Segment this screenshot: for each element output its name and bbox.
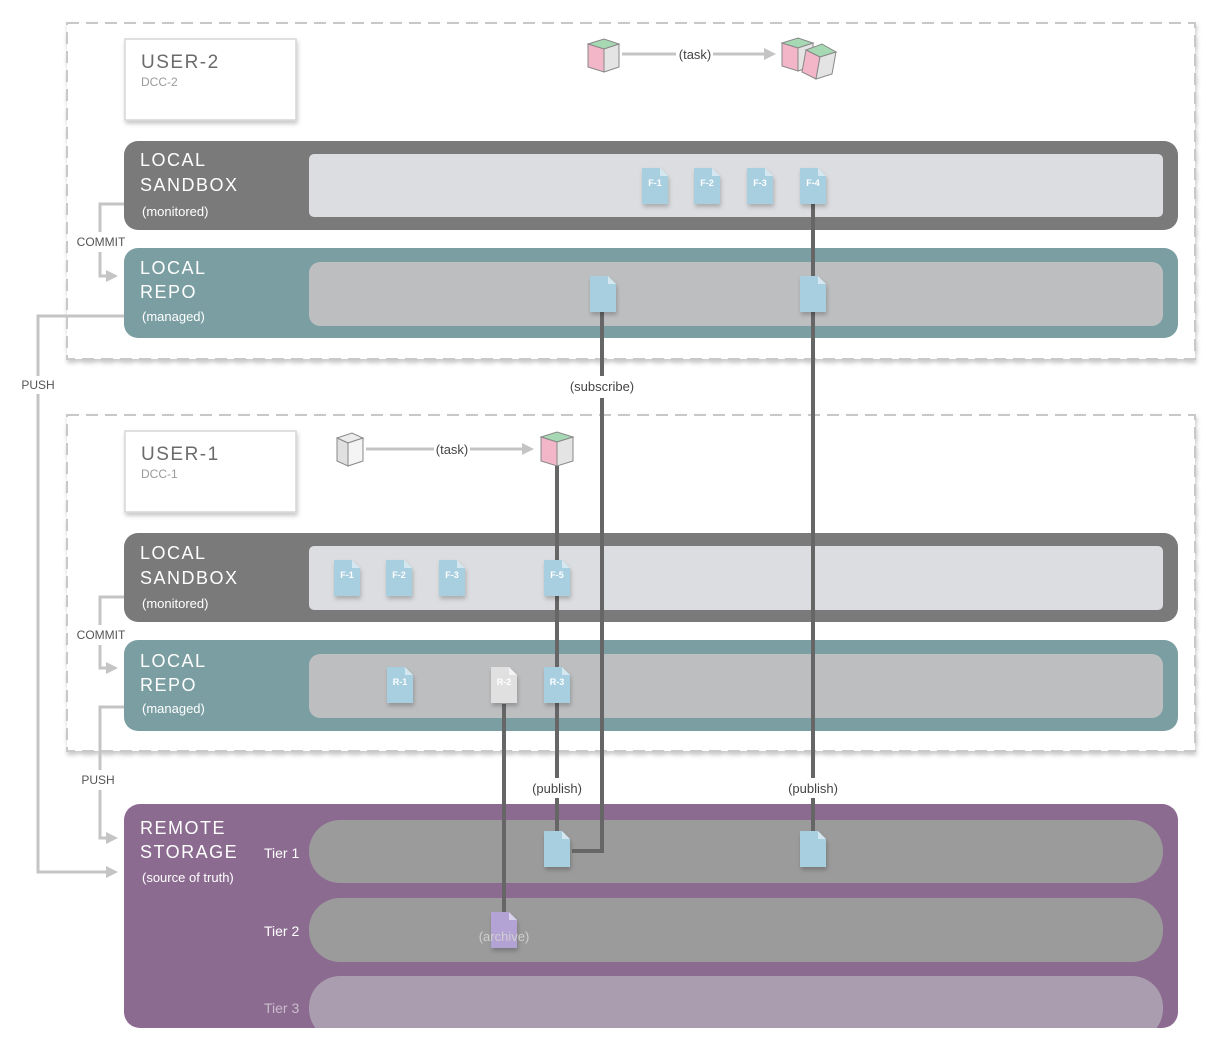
user-1-file-label: F-5 [550,570,564,580]
subscribe-label: (subscribe) [570,379,634,394]
user-1-file-label: F-2 [392,570,406,580]
user-1-commit-edge: COMMIT [77,595,126,674]
user-1-card: USER-1 DCC-1 [124,430,297,513]
cube-result-icon [780,37,838,80]
file-icon: F-1 [334,560,360,596]
user-2-push-label: PUSH [21,378,54,392]
tier-2-lane [309,898,1163,962]
tier-1-lane [309,820,1163,883]
remote-note: (source of truth) [142,870,234,885]
user-2-title: USER-2 [141,52,220,73]
file-icon [800,831,826,867]
user-2-sandbox-note: (monitored) [142,204,208,219]
user-2-local-sandbox: LOCAL SANDBOX (monitored) [124,141,1178,230]
remote-title-2: STORAGE [140,842,238,862]
user-1-push-edge: PUSH [81,705,124,844]
remote-storage: REMOTE STORAGE (source of truth) Tier 1 … [124,804,1222,1064]
file-icon: F-5 [544,560,570,596]
user-2-file-label: F-1 [648,178,662,188]
file-icon: F-3 [439,560,465,596]
user-2-push-edge: PUSH [21,314,124,878]
user-2-file-label: F-2 [700,178,714,188]
user-2-repo-title-2: REPO [140,282,197,302]
archived-file-icon [491,912,517,948]
user-2-local-repo: LOCAL REPO (managed) [124,248,1178,338]
remote-title-1: REMOTE [140,818,226,838]
flow-subscribe [572,301,607,853]
user-2-task-label: (task) [679,47,712,62]
user-2-task: (task) [586,37,838,80]
file-icon [544,831,570,867]
user-2-file-label: F-3 [753,178,767,188]
user-1-task-label: (task) [436,442,469,457]
user-1-file-label: F-3 [445,570,459,580]
user-1-commit-label: COMMIT [77,628,126,642]
user-2-file-label: F-4 [806,178,820,188]
user-1-repo-file-label: R-1 [393,677,408,687]
user-1-local-repo: LOCAL REPO (managed) [124,640,1178,731]
user-2-card: USER-2 DCC-2 [124,38,297,121]
user-2-repo-note: (managed) [142,309,205,324]
user-1-task: (task) [335,431,575,467]
file-icon: R-1 [387,667,413,703]
tier-3-label: Tier 3 [264,1000,299,1016]
tier-2-label: Tier 2 [264,923,299,939]
user-2-sandbox-title-2: SANDBOX [140,175,239,195]
file-icon [800,276,826,312]
file-icon: F-2 [386,560,412,596]
file-icon: F-4 [800,168,826,204]
user-2-sandbox-title-1: LOCAL [140,150,207,170]
user-1-file-label: F-1 [340,570,354,580]
user-2-commit-edge: COMMIT [77,202,126,282]
tier-3-lane [309,976,1163,1040]
file-icon: F-3 [747,168,773,204]
user-2-commit-label: COMMIT [77,235,126,249]
user-2-repo-title-1: LOCAL [140,258,207,278]
tier-1-label: Tier 1 [264,845,299,861]
file-icon [590,276,616,312]
user-1-sandbox-note: (monitored) [142,596,208,611]
user-1-subtitle: DCC-1 [141,467,178,481]
user-1-repo-title-2: REPO [140,675,197,695]
user-2-subtitle: DCC-2 [141,75,178,89]
cube-source-icon [586,38,621,73]
user-1-repo-file-label: R-2 [497,677,512,687]
user-1-local-sandbox: LOCAL SANDBOX (monitored) [124,533,1178,622]
user-1-push-label: PUSH [81,773,114,787]
user-1-title: USER-1 [141,444,220,465]
user-1-repo-title-1: LOCAL [140,651,207,671]
publish-label-2: (publish) [788,781,838,796]
cube-blank-icon [335,432,365,467]
publish-label-1: (publish) [532,781,582,796]
user-1-repo-note: (managed) [142,701,205,716]
archive-label: (archive) [479,929,530,944]
file-icon: F-2 [694,168,720,204]
user-1-sandbox-title-1: LOCAL [140,543,207,563]
file-icon: R-2 [491,667,517,703]
cube-colored-icon [539,431,575,467]
user-1-repo-file-label: R-3 [550,677,565,687]
user-1-sandbox-title-2: SANDBOX [140,568,239,588]
file-icon: F-1 [642,168,668,204]
file-icon: R-3 [544,667,570,703]
